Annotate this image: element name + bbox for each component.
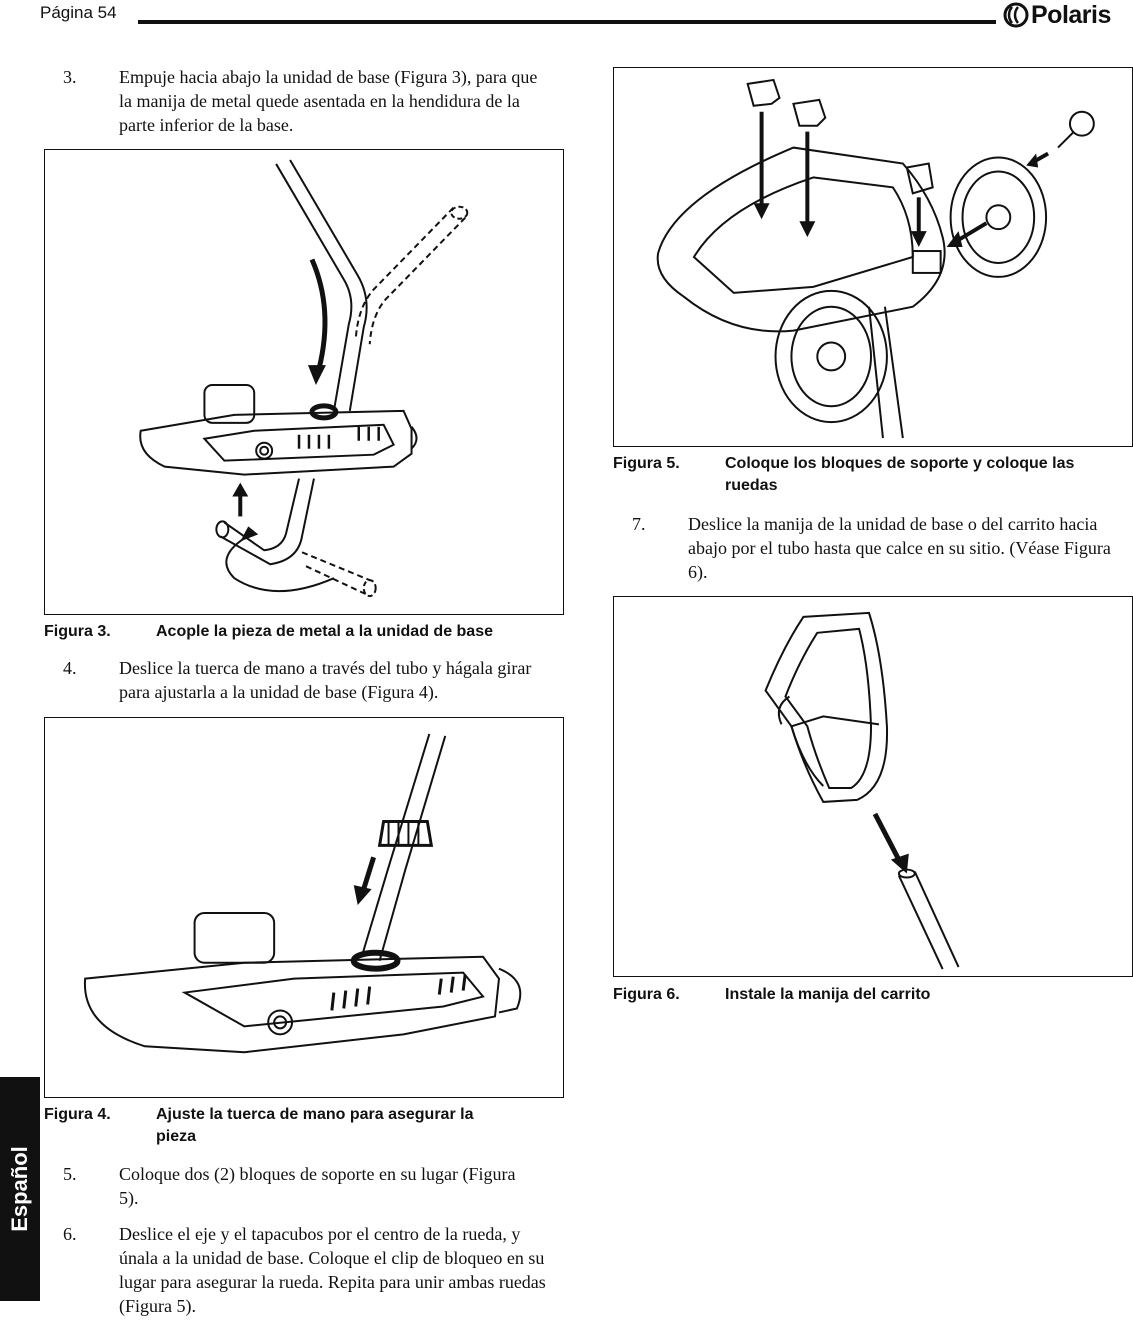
step-number: 3. bbox=[63, 67, 77, 87]
figure-4-image bbox=[44, 717, 564, 1098]
figure-caption-text: Acople la pieza de metal a la unidad de … bbox=[156, 623, 493, 640]
step-number: 5. bbox=[63, 1164, 77, 1184]
step-3: 3. Empuje hacia abajo la unidad de base … bbox=[63, 65, 563, 140]
step-7: 7. Deslice la manija de la unidad de bas… bbox=[632, 512, 1132, 587]
language-side-tab: Español bbox=[0, 1077, 40, 1301]
figure-6-image bbox=[613, 596, 1133, 977]
figure-5-image bbox=[613, 67, 1133, 447]
figure-caption-text: Instale la manija del carrito bbox=[725, 986, 931, 1003]
step-number: 7. bbox=[632, 514, 646, 534]
header-rule bbox=[138, 20, 996, 24]
figure-3-caption: Figura 3. Acople la pieza de metal a la … bbox=[44, 621, 564, 645]
figure-5-caption: Figura 5. Coloque los bloques de soporte… bbox=[613, 453, 1133, 499]
step-text: Deslice el eje y el tapacubos por el cen… bbox=[119, 1224, 546, 1316]
page-label: Página 54 bbox=[40, 3, 117, 22]
support-blocks-wheels-illustration bbox=[656, 78, 1095, 439]
figure-label: Figura 5. bbox=[613, 455, 680, 472]
step-text: Deslice la manija de la unidad de base o… bbox=[688, 514, 1111, 582]
step-6: 6. Deslice el eje y el tapacubos por el … bbox=[63, 1222, 563, 1321]
step-text: Empuje hacia abajo la unidad de base (Fi… bbox=[119, 67, 538, 135]
figure-caption-text: Ajuste la tuerca de mano para asegurar l… bbox=[156, 1106, 474, 1145]
cart-handle-install-illustration bbox=[764, 611, 960, 970]
language-label: Español bbox=[7, 1146, 32, 1232]
figure-label: Figura 3. bbox=[44, 623, 111, 640]
step-4: 4. Deslice la tuerca de mano a través de… bbox=[63, 656, 563, 706]
step-number: 6. bbox=[63, 1224, 77, 1244]
figure-6-caption: Figura 6. Instale la manija del carrito bbox=[613, 984, 1133, 1008]
brand-name: Polaris bbox=[1031, 0, 1111, 29]
base-unit-metal-handle-illustration bbox=[139, 159, 469, 598]
step-text: Coloque dos (2) bloques de soporte en su… bbox=[119, 1164, 516, 1208]
figure-4-caption: Figura 4. Ajuste la tuerca de mano para … bbox=[44, 1104, 564, 1150]
figure-caption-text: Coloque los bloques de soporte y coloque… bbox=[725, 455, 1075, 494]
step-number: 4. bbox=[63, 658, 77, 678]
figure-label: Figura 4. bbox=[44, 1106, 111, 1123]
figure-label: Figura 6. bbox=[613, 986, 680, 1003]
step-5: 5. Coloque dos (2) bloques de soporte en… bbox=[63, 1162, 563, 1212]
hand-nut-tightening-illustration bbox=[83, 733, 522, 1054]
step-text: Deslice la tuerca de mano a través del t… bbox=[119, 658, 532, 702]
figure-3-image bbox=[44, 149, 564, 615]
polaris-logo-icon bbox=[1003, 2, 1029, 28]
brand-logo: Polaris bbox=[1003, 0, 1111, 30]
